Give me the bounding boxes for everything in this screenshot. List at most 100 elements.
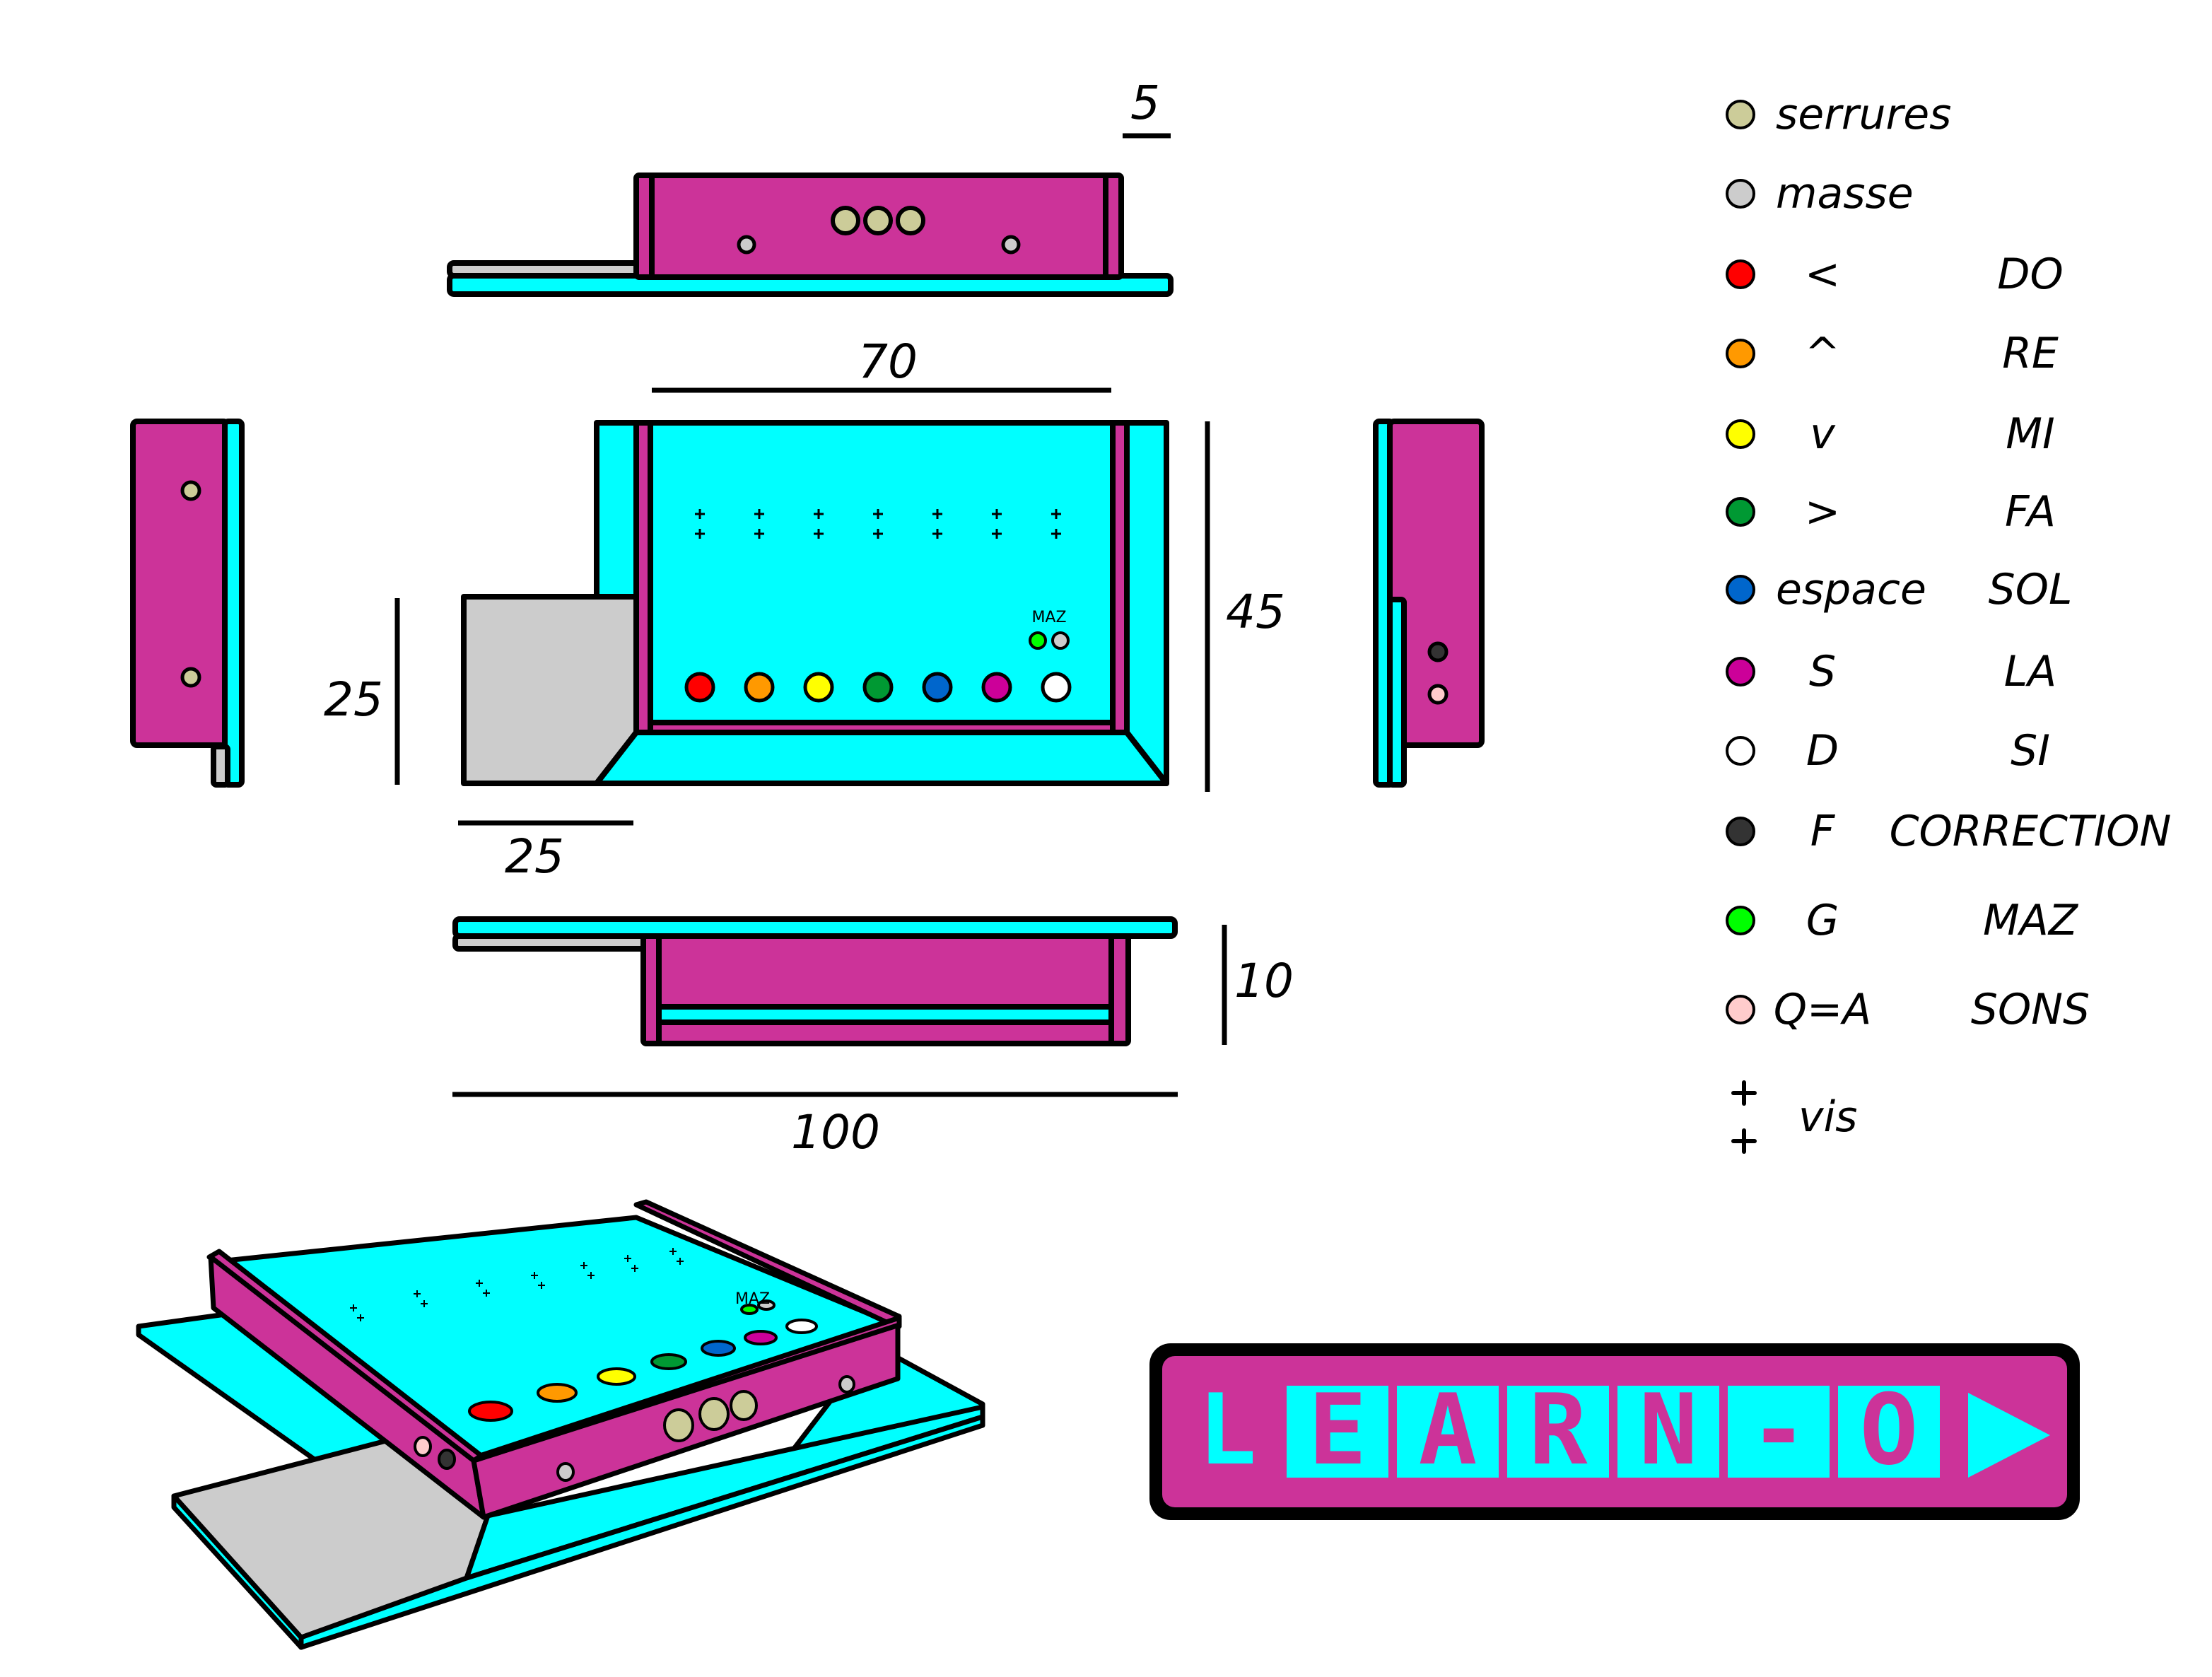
- front-bevel: [594, 730, 1169, 786]
- legend-key: <: [1805, 250, 1840, 299]
- legend-swatch: [1726, 817, 1755, 846]
- screw-icon: [814, 529, 824, 539]
- plus-plus-icon: [1731, 1080, 1757, 1154]
- logo-letter-tile: A: [1397, 1373, 1499, 1487]
- dimension-ramp-height-label: 25: [324, 672, 383, 727]
- screw-icon: [992, 509, 1002, 519]
- legend-screw-label: vis: [1798, 1092, 1857, 1142]
- logo-letter-tile: E: [1287, 1373, 1388, 1487]
- iso-lock-hole: [730, 1390, 758, 1421]
- screw-icon: [754, 509, 764, 519]
- iso-maz-led: [740, 1304, 759, 1315]
- legend-note: LA: [2004, 647, 2056, 696]
- iso-base-front-edge: [298, 1414, 985, 1650]
- legend-note: FA: [2005, 487, 2056, 537]
- front-wall-left-end: [640, 933, 662, 1046]
- legend-swatch: [1726, 339, 1755, 368]
- logo-letter: -: [1749, 1373, 1808, 1487]
- logo-letter: O: [1859, 1373, 1918, 1487]
- screw-icon: [873, 529, 883, 539]
- legend-note: DO: [1997, 250, 2063, 299]
- left-wall: [130, 419, 230, 748]
- iso-screw-icon: [580, 1262, 587, 1269]
- legend-note: SOL: [1989, 565, 2073, 614]
- legend-swatch: [1726, 100, 1755, 129]
- iso-screw-icon: [669, 1248, 677, 1255]
- legend-note: MI: [2006, 409, 2054, 459]
- front-elevation-view: [452, 916, 1178, 1046]
- iso-lock-hole: [663, 1408, 694, 1442]
- iso-button: [468, 1401, 513, 1422]
- logo-letter: R: [1528, 1373, 1588, 1487]
- dimension-total-width-label: 100: [791, 1105, 880, 1159]
- lock-hole: [896, 206, 925, 235]
- legend-note: CORRECTION: [1890, 807, 2172, 856]
- logo-letter-tile: R: [1507, 1373, 1609, 1487]
- logo-letter-tile: -: [1728, 1373, 1830, 1487]
- ground-led: [1051, 631, 1070, 650]
- iso-screw-icon: [350, 1304, 357, 1311]
- iso-front-wall-top: [471, 1315, 902, 1463]
- panel-buttons: [684, 672, 1072, 703]
- logo-letter: N: [1639, 1373, 1697, 1487]
- ramp-edge: [452, 933, 663, 952]
- right-wall: [1387, 419, 1485, 748]
- maz-led: [1029, 631, 1047, 650]
- note-button: [803, 672, 834, 703]
- ground-hole: [737, 235, 756, 255]
- right-side-view: [1373, 419, 1485, 788]
- dimension-height-label: 10: [1234, 954, 1294, 1008]
- logo-letter-tile: N: [1617, 1373, 1719, 1487]
- screw-icon: [695, 529, 705, 539]
- legend-swatch: [1726, 259, 1755, 289]
- lock-hole: [180, 667, 201, 688]
- legend-swatch: [1726, 657, 1755, 686]
- logo-letter: L: [1198, 1373, 1256, 1487]
- sound-hole: [1427, 684, 1449, 705]
- iso-screw-icon: [624, 1255, 631, 1262]
- legend-key: espace: [1776, 565, 1926, 614]
- iso-screw-icon: [631, 1265, 638, 1272]
- legend-row: ^RE: [1726, 329, 2059, 378]
- dimension-depth: 45: [1205, 421, 1285, 792]
- dimension-thickness: 5: [1123, 76, 1171, 139]
- rear-wall-left-end: [633, 173, 655, 280]
- iso-screw-icon: [483, 1290, 490, 1297]
- panel-screws: [695, 509, 1061, 539]
- screw-icon: [932, 529, 942, 539]
- ground-hole: [1001, 235, 1021, 255]
- iso-button: [597, 1367, 636, 1386]
- note-button: [1041, 672, 1072, 703]
- top-elevation-view: [447, 173, 1174, 297]
- note-button: [922, 672, 953, 703]
- dimension-height: 10: [1222, 925, 1294, 1045]
- iso-button: [744, 1330, 778, 1345]
- left-wall-foot: [211, 744, 230, 788]
- legend-note: RE: [2002, 329, 2059, 378]
- dimension-width-inner-label: 70: [858, 334, 918, 389]
- logo-letter: E: [1308, 1373, 1367, 1487]
- dimension-thickness-label: 5: [1130, 76, 1160, 130]
- lock-hole: [831, 206, 860, 235]
- dimension-ramp-height: 25: [324, 598, 400, 785]
- note-button: [684, 672, 715, 703]
- front-wall-right-end: [1108, 933, 1131, 1046]
- legend-key: serrures: [1776, 90, 1951, 139]
- legend-swatch: [1726, 497, 1755, 527]
- iso-screw-icon: [414, 1290, 421, 1297]
- iso-screw-icon: [587, 1272, 595, 1279]
- iso-button: [701, 1340, 736, 1357]
- isometric-view: [136, 1199, 985, 1650]
- screw-icon: [873, 509, 883, 519]
- legend-key: masse: [1776, 169, 1914, 218]
- ramp-plate: [461, 594, 639, 786]
- legend-key: G: [1806, 896, 1839, 945]
- lock-hole: [863, 206, 893, 235]
- left-side-view: [130, 419, 245, 788]
- bevel-edge: [1124, 730, 1169, 785]
- screw-icon: [695, 509, 705, 519]
